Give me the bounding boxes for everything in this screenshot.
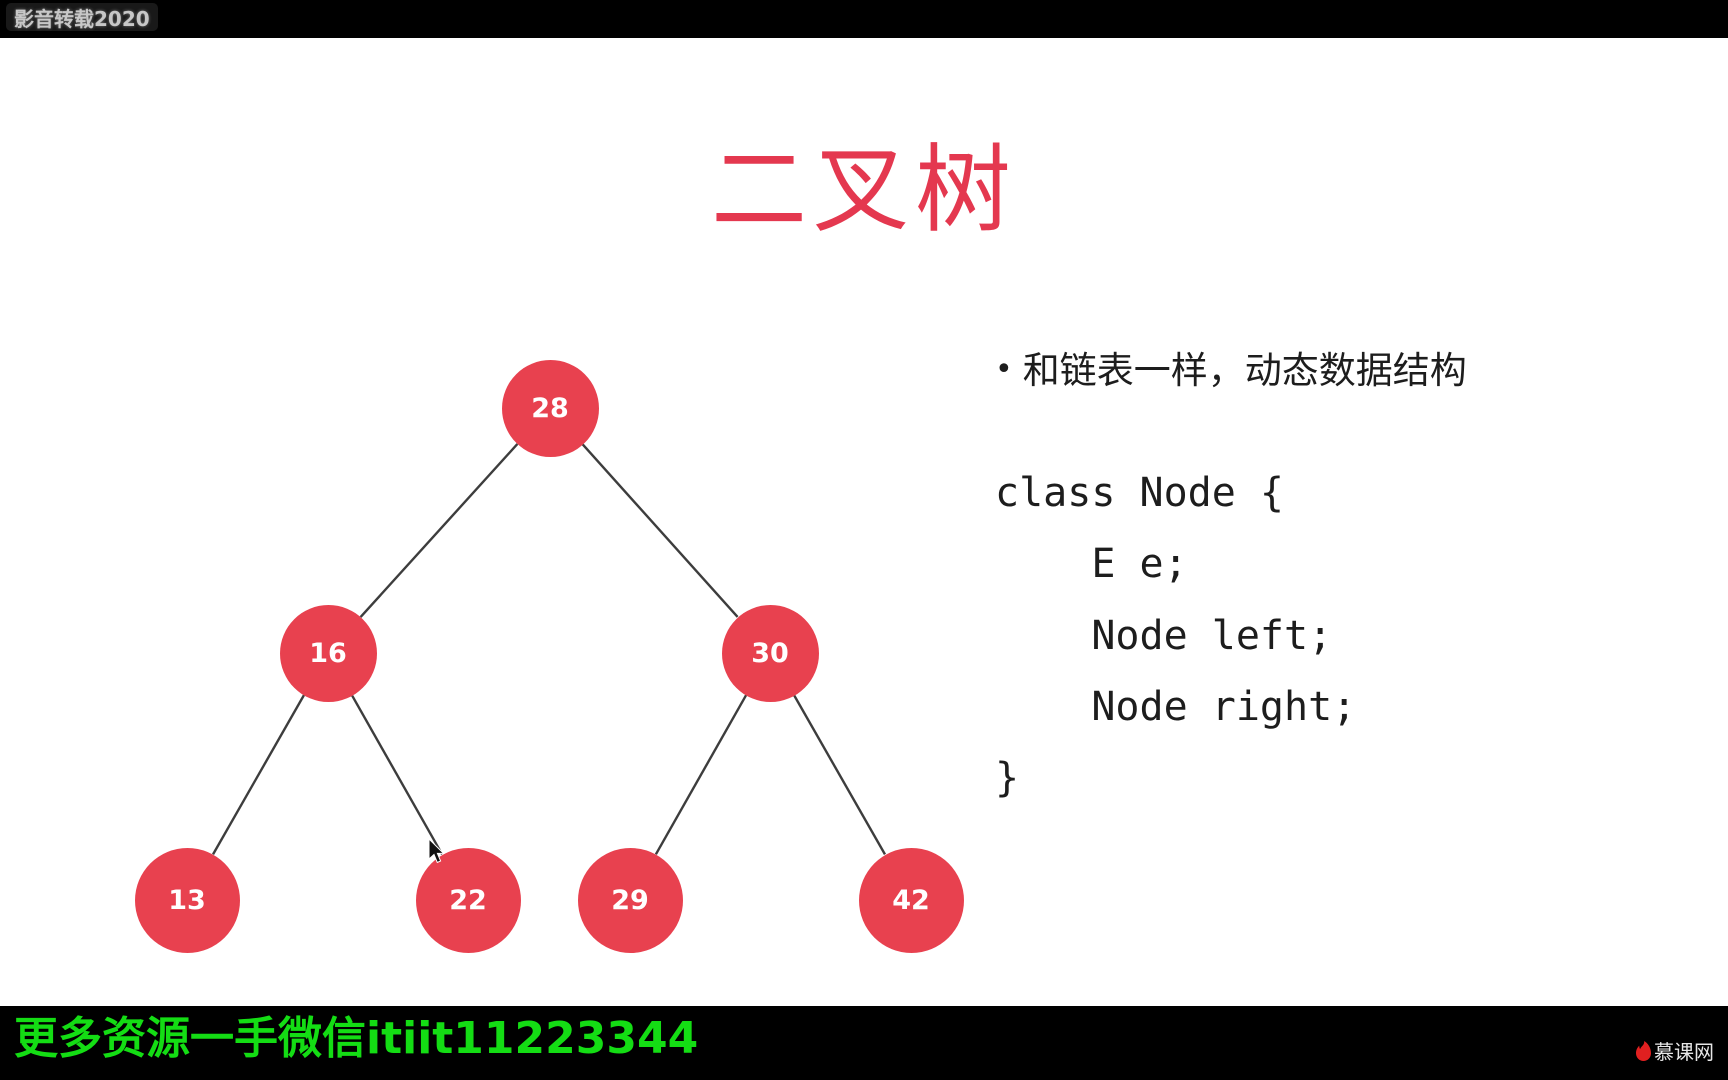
promo-watermark-text: 更多资源一手微信itiit11223344 xyxy=(14,1013,699,1064)
tree-node-label: 13 xyxy=(168,884,206,916)
tree-node-13: 13 xyxy=(134,847,240,953)
tree-node-16: 16 xyxy=(279,604,377,702)
tree-node-label: 22 xyxy=(449,884,487,916)
code-snippet: class Node { E e; Node left; Node right;… xyxy=(995,470,1357,801)
tree-node-29: 29 xyxy=(577,847,683,953)
tree-node-label: 29 xyxy=(611,884,649,916)
bottom-black-band xyxy=(0,1006,1728,1080)
imooc-logo: 慕课网 xyxy=(1636,1036,1714,1065)
tree-node-42: 42 xyxy=(858,847,964,953)
tree-node-label: 30 xyxy=(751,637,789,669)
tree-edges-layer xyxy=(211,443,887,856)
flame-icon xyxy=(1636,1040,1651,1061)
tree-node-label: 16 xyxy=(309,637,347,669)
slide-right-column: • 和链表一样，动态数据结构 class Node { E e; Node le… xyxy=(995,348,1675,814)
page-title: 二叉树 xyxy=(711,134,1017,246)
watermark-label: 影音转载2020 xyxy=(6,3,158,31)
presentation-slide: 二叉树 28 16 30 13 22 29 42 • 和链表一样，动态数据结构 class … xyxy=(0,38,1728,1006)
bullet-item: • 和链表一样，动态数据结构 xyxy=(995,348,1675,394)
tree-node-label: 42 xyxy=(892,884,930,916)
tree-node-28: 28 xyxy=(501,359,599,457)
tree-node-30: 30 xyxy=(721,604,819,702)
imooc-logo-label: 慕课网 xyxy=(1654,1040,1714,1064)
tree-node-label: 28 xyxy=(531,392,569,424)
top-watermark-bar: 影音转载2020 xyxy=(0,0,1728,38)
bullet-item-label: 和链表一样，动态数据结构 xyxy=(1022,349,1467,392)
tree-node-22: 22 xyxy=(415,847,521,953)
binary-tree-diagram: 28 16 30 13 22 29 42 xyxy=(60,268,964,953)
bullet-dot-icon: • xyxy=(995,352,1013,387)
